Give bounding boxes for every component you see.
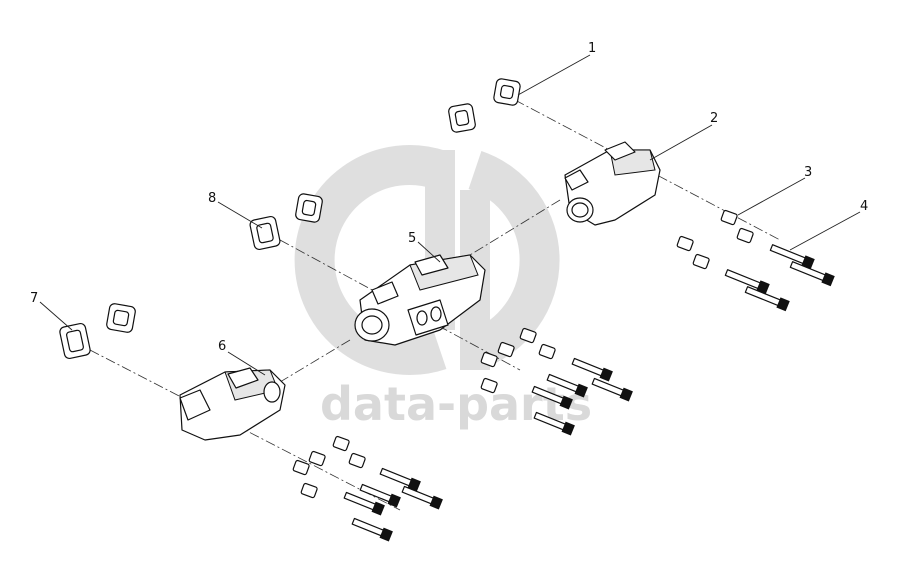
callout-numbers: 1 2 3 4 5 6 7 8 [30, 41, 868, 354]
exhaust-manifold-center-5 [354, 254, 486, 346]
leader-lines [39, 54, 861, 376]
callout-7: 7 [30, 291, 38, 306]
gasket-1a [493, 78, 521, 106]
gasket-1b [448, 103, 476, 133]
gasket-7b [106, 303, 136, 333]
exhaust-manifold-end-2 [564, 141, 661, 226]
sleeves-3 [676, 209, 754, 270]
callout-1: 1 [588, 41, 596, 56]
callout-8: 8 [208, 191, 216, 206]
callout-6: 6 [218, 339, 226, 354]
callout-2: 2 [710, 111, 718, 126]
bolts-bottom [343, 467, 443, 542]
gasket-7a [59, 322, 91, 360]
watermark-logo [294, 145, 560, 375]
bolts-center [531, 357, 633, 436]
sleeves-bottom [292, 435, 366, 499]
callout-5: 5 [408, 231, 416, 246]
gasket-8a [249, 215, 281, 251]
bolts-4 [724, 244, 835, 312]
sleeves-center [480, 327, 556, 394]
gasket-8b [295, 193, 323, 223]
exhaust-manifold-end-6 [179, 367, 286, 441]
callout-4: 4 [860, 199, 868, 214]
callout-3: 3 [804, 165, 812, 180]
